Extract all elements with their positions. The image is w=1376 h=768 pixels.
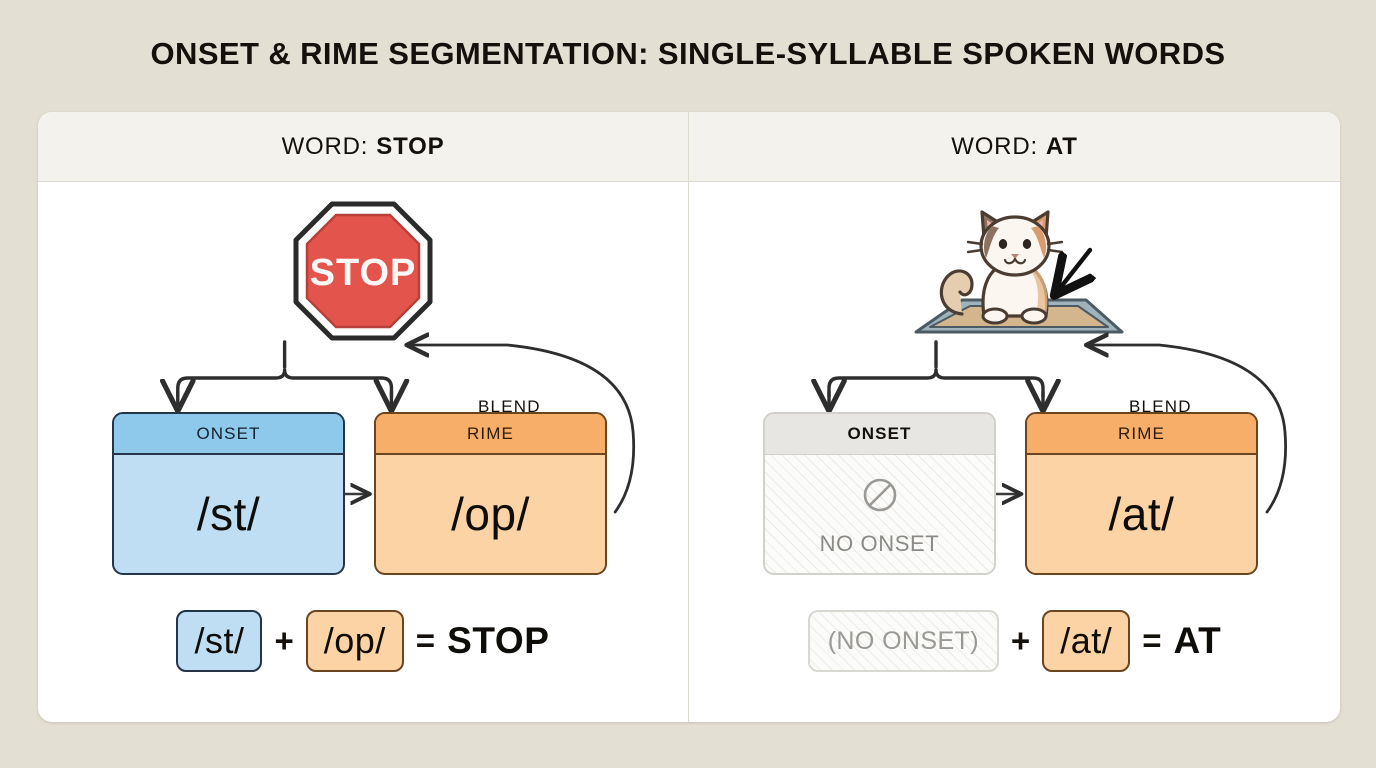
word-label-right: WORD: <box>951 132 1038 160</box>
panel-at: BLEND ONSET NO ONSET <box>689 182 1340 722</box>
rime-box-header: RIME <box>1027 414 1256 455</box>
segment-boxes-left: ONSET /st/ RIME /op/ <box>38 412 688 577</box>
onset-box-header: ONSET <box>765 414 994 455</box>
equation-onset-chip: /st/ <box>176 610 263 672</box>
equation-onset-chip: (NO ONSET) <box>807 610 999 672</box>
panels-container: STOP <box>38 182 1340 722</box>
word-value-left: STOP <box>376 132 445 160</box>
onset-box-value-area: NO ONSET <box>765 455 994 573</box>
equation-rime-chip: /op/ <box>305 610 404 672</box>
panel-stop: STOP <box>38 182 689 722</box>
equation-row-stop: /st/ + /op/ = STOP <box>38 602 688 680</box>
illustration-area-left: STOP <box>38 196 688 356</box>
onset-box-stop[interactable]: ONSET /st/ <box>112 412 345 575</box>
rime-box-at[interactable]: RIME /at/ <box>1025 412 1258 575</box>
stop-sign-illustration: STOP <box>288 196 438 351</box>
panel-header-at: WORD: AT <box>689 112 1340 181</box>
word-value-right: AT <box>1045 132 1078 160</box>
equation-result: STOP <box>447 620 550 661</box>
onset-box-header: ONSET <box>114 414 343 455</box>
equation-result: AT <box>1173 620 1222 661</box>
diagram-card: WORD: STOP WORD: AT STOP <box>38 112 1340 722</box>
equation-row-at: (NO ONSET) + /at/ = AT <box>689 602 1340 680</box>
equation-rime-chip: /at/ <box>1042 610 1131 672</box>
no-onset-label: NO ONSET <box>819 531 940 556</box>
page-title: ONSET & RIME SEGMENTATION: SINGLE-SYLLAB… <box>150 36 1226 71</box>
illustration-area-right <box>689 196 1340 356</box>
equation-equals: = <box>1142 622 1162 659</box>
prohibition-icon <box>861 471 899 525</box>
cat-on-mat-illustration <box>900 196 1130 353</box>
rime-box-value: /at/ <box>1108 488 1175 540</box>
rime-box-stop[interactable]: RIME /op/ <box>374 412 607 575</box>
word-label-left: WORD: <box>281 132 369 160</box>
panel-header-stop: WORD: STOP <box>38 112 689 181</box>
rime-box-value: /op/ <box>451 488 530 540</box>
equation-plus: + <box>274 622 294 659</box>
equation-plus: + <box>1010 622 1031 659</box>
stop-sign-text: STOP <box>310 252 417 294</box>
rime-box-header: RIME <box>376 414 605 455</box>
onset-box-at[interactable]: ONSET NO ONSET <box>763 412 996 575</box>
blend-label-right: BLEND <box>1129 397 1192 416</box>
card-header: WORD: STOP WORD: AT <box>38 112 1340 182</box>
segment-boxes-right: ONSET NO ONSET RIME /at/ <box>689 412 1340 577</box>
blend-label-left: BLEND <box>478 397 541 416</box>
onset-box-value: /st/ <box>196 488 261 540</box>
equation-equals: = <box>415 622 436 659</box>
